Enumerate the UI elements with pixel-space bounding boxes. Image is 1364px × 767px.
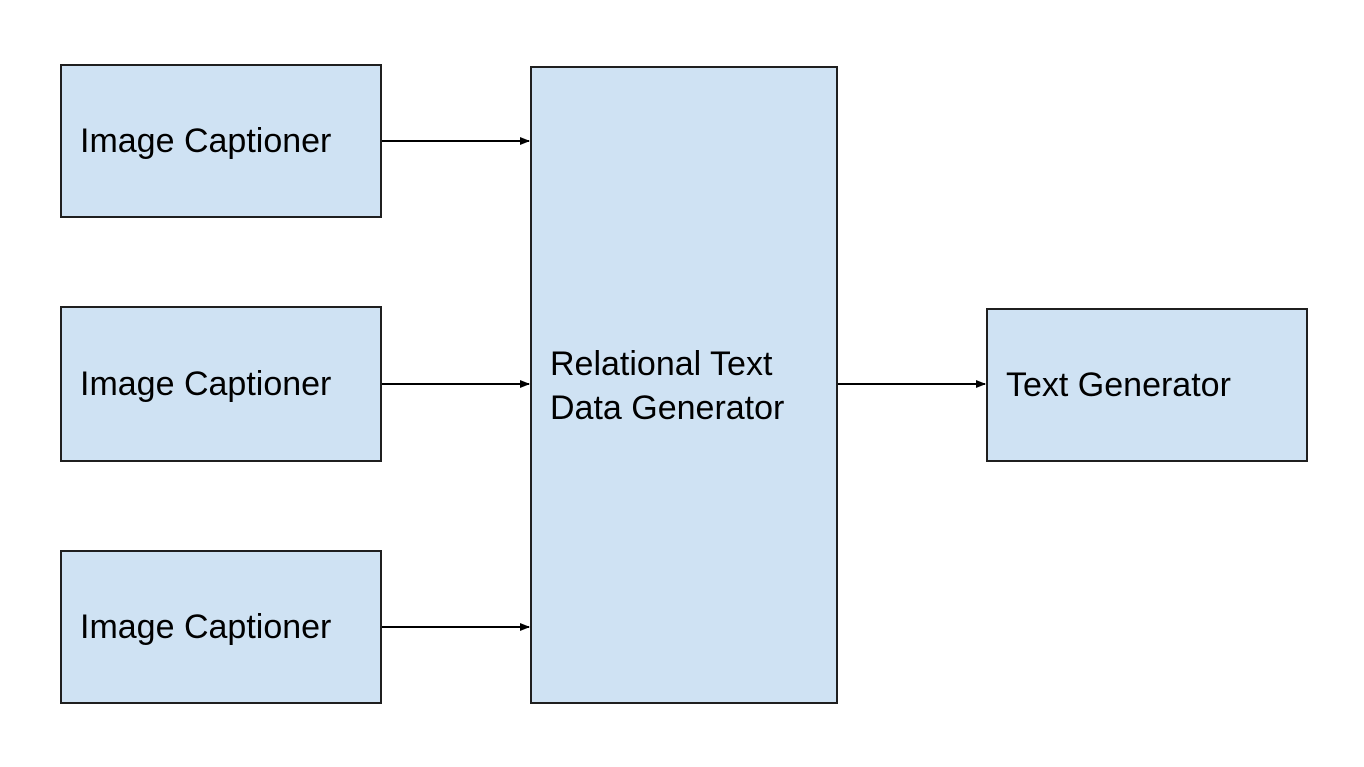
- image-captioner-box-1: Image Captioner: [60, 64, 382, 218]
- image-captioner-label-3: Image Captioner: [80, 608, 332, 646]
- image-captioner-box-3: Image Captioner: [60, 550, 382, 704]
- relational-text-data-generator-box: Relational Text Data Generator: [530, 66, 838, 704]
- image-captioner-label-1: Image Captioner: [80, 122, 332, 160]
- relational-label-line-1: Relational Text: [550, 345, 773, 383]
- image-captioner-label-2: Image Captioner: [80, 365, 332, 403]
- relational-text-data-generator-label: Relational Text Data Generator: [550, 342, 830, 430]
- text-generator-box: Text Generator: [986, 308, 1308, 462]
- text-generator-label: Text Generator: [1006, 366, 1231, 404]
- relational-label-line-2: Data Generator: [550, 389, 785, 427]
- image-captioner-box-2: Image Captioner: [60, 306, 382, 462]
